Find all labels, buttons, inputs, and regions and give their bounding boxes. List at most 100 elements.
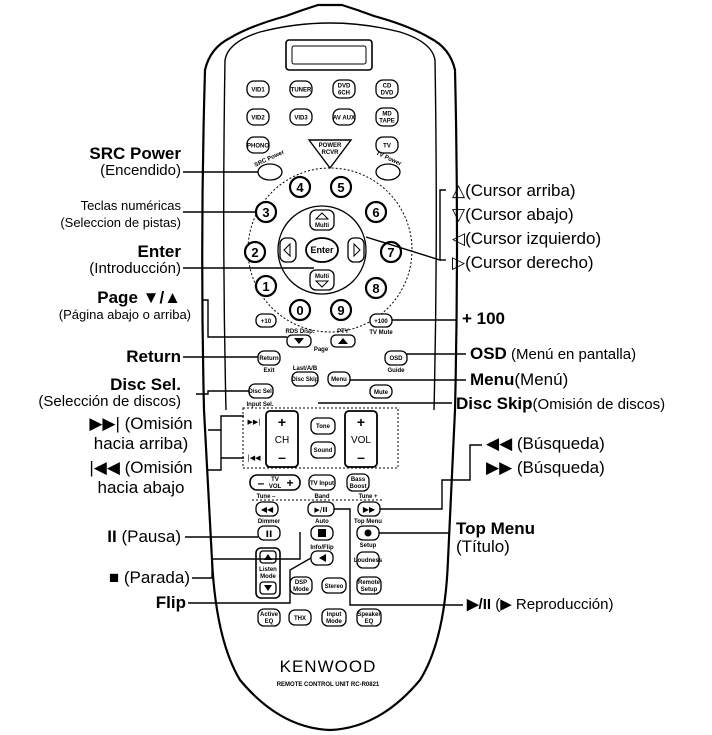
number-button[interactable]: 5 (329, 175, 353, 199)
play-pause-button[interactable]: ▶/II (307, 501, 335, 517)
source-button[interactable]: VID3 (289, 108, 313, 126)
number-button-label: 3 (262, 205, 269, 220)
play-pause-icon: ▶/II (314, 506, 327, 514)
label-menu-title: Menu (470, 370, 515, 389)
source-button[interactable]: VID2 (246, 108, 270, 126)
setup-label: Setup (360, 543, 377, 549)
number-button-label: 0 (296, 303, 303, 318)
enter-button[interactable]: Enter (305, 237, 339, 263)
cursor-down-button[interactable]: Multi (309, 269, 335, 291)
power-rcvr-button[interactable]: POWER RCVR (307, 139, 353, 170)
return-button[interactable]: Return (257, 350, 281, 366)
source-button[interactable]: TUNER (289, 80, 313, 98)
label-disc-sel: Disc Sel. (Selección de discos) (38, 376, 181, 410)
label-top-menu-title: Top Menu (456, 519, 535, 538)
ch-minus-icon: – (278, 449, 286, 465)
rewind-button[interactable]: ◀◀ (255, 501, 279, 517)
tv-input-button[interactable]: TV Input (308, 474, 336, 491)
sound-button[interactable]: Sound (310, 441, 336, 459)
display-window-inner (291, 45, 367, 65)
mute-button[interactable]: Mute (369, 384, 393, 399)
disc-sel-button[interactable]: Disc Sel. (248, 383, 274, 399)
cursor-left-button[interactable] (279, 237, 297, 263)
source-button[interactable]: TV (375, 136, 399, 154)
number-button[interactable]: 4 (288, 175, 312, 199)
label-page: Page ▼/▲ (Página abajo o arriba) (59, 288, 191, 323)
label-play-text: (▶ Reproducción) (491, 596, 614, 613)
label-numeric-sub: (Seleccion de pistas) (60, 215, 181, 230)
label-page-title: Page ▼/▲ (97, 288, 181, 307)
tune-minus-label: Tune – (257, 494, 277, 500)
source-button-label: TAPE (379, 119, 395, 125)
tone-label: Tone (316, 424, 331, 430)
osd-label: OSD (389, 356, 403, 362)
vol-rocker[interactable]: + VOL – (344, 410, 378, 468)
cursor-pad: Multi Multi Enter (277, 205, 367, 295)
label-enter-title: Enter (137, 242, 181, 261)
label-skip-down: |◀◀ (Omisión hacia abajo (68, 458, 214, 498)
number-button[interactable]: 2 (243, 240, 267, 264)
cursor-up-button[interactable]: Multi (309, 209, 335, 231)
source-button-label: 6CH (338, 91, 350, 97)
vol-label: VOL (351, 435, 371, 446)
top-menu-dot-icon (364, 529, 372, 537)
source-button[interactable]: VID1 (246, 80, 270, 98)
loudness-button[interactable]: Loudness (354, 551, 383, 569)
source-button-label: DVD (381, 91, 394, 97)
plus10-button[interactable]: +10 (255, 313, 277, 328)
bass-boost-label: Boost (350, 484, 367, 490)
ch-rocker[interactable]: + CH – (265, 410, 299, 468)
label-plus100: + 100 (462, 310, 505, 327)
number-button[interactable]: 3 (254, 200, 278, 224)
remote-setup-label: Setup (361, 587, 378, 593)
number-button[interactable]: 9 (329, 298, 353, 322)
label-src-power-title: SRC Power (89, 144, 181, 163)
number-button[interactable]: 8 (364, 276, 388, 300)
ch-label: CH (275, 435, 289, 446)
disc-skip-button[interactable]: Disc Skip (291, 371, 319, 387)
number-button[interactable]: 6 (364, 200, 388, 224)
source-button[interactable]: PHONO (246, 136, 270, 154)
label-disc-skip: Disc Skip(Omisión de discos) (456, 395, 665, 413)
stop-button[interactable] (310, 525, 334, 541)
listen-mode-rocker[interactable]: Listen Mode (255, 547, 281, 599)
flip-button[interactable] (310, 550, 334, 566)
listen-mode-label: Mode (260, 574, 276, 580)
info-flip-label: Info/Flip (310, 545, 334, 551)
stereo-button[interactable]: Stereo (321, 577, 347, 594)
number-button[interactable]: 1 (254, 274, 278, 298)
label-skip-up-title: ▶▶| (Omisión (89, 414, 193, 433)
tv-vol-label: TV (271, 477, 279, 483)
number-button-label: 2 (251, 245, 258, 260)
plus100-button[interactable]: +100 (369, 313, 393, 328)
osd-button[interactable]: OSD (384, 350, 408, 366)
source-button[interactable]: AV AUX (332, 108, 356, 126)
top-menu-button[interactable] (356, 525, 380, 541)
thx-button[interactable]: THX (288, 609, 312, 626)
fast-forward-button[interactable]: ▶▶ (357, 501, 381, 517)
page-up-button[interactable] (330, 334, 356, 348)
page-down-button[interactable] (286, 334, 312, 348)
tv-vol-rocker[interactable]: – TV VOL + (249, 474, 301, 491)
cursor-right-button[interactable] (347, 237, 365, 263)
source-button-label: MD (382, 112, 392, 118)
leader-line (192, 532, 301, 579)
stereo-label: Stereo (325, 584, 344, 590)
number-button-label: 9 (337, 303, 344, 318)
number-button[interactable]: 0 (288, 298, 312, 322)
tv-vol-minus-icon: – (258, 476, 265, 490)
label-plus100-title: + 100 (462, 309, 506, 328)
pause-button[interactable]: II (257, 525, 281, 541)
menu-button[interactable]: Menu (327, 371, 351, 387)
tone-button[interactable]: Tone (310, 417, 336, 435)
